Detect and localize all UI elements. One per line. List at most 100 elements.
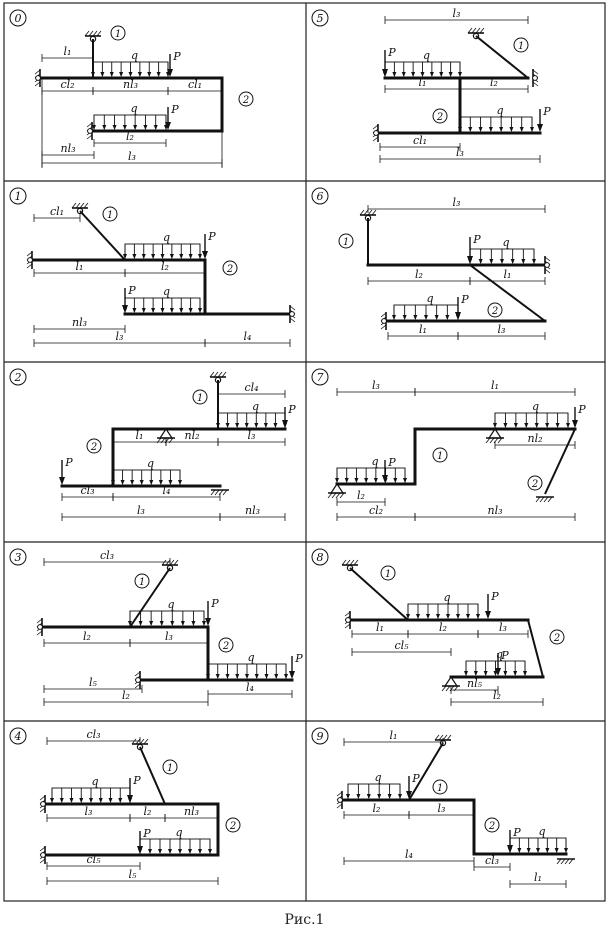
hatch-line [556, 858, 562, 865]
distributed-load: q [111, 457, 182, 487]
rod-number-circle [110, 25, 126, 41]
q-label: q [371, 455, 378, 468]
arrowhead [169, 308, 174, 313]
dimension-label: l₃ [499, 621, 507, 634]
arrowhead [534, 423, 539, 428]
rod-number-circle [218, 637, 234, 653]
panel-number-circle [311, 548, 329, 566]
q-label: q [502, 236, 509, 249]
panel-number: 4 [9, 727, 27, 745]
arrowhead [235, 674, 240, 679]
pin [373, 130, 379, 136]
rod-number-circle [222, 260, 238, 276]
hatch-line [289, 305, 296, 311]
arrowhead [489, 259, 494, 264]
dimension-label: l₁ [534, 871, 542, 884]
arrowhead [59, 798, 64, 803]
rod-2 [527, 619, 544, 678]
hatch-line [210, 489, 216, 496]
dimension-label: l₃ [453, 196, 461, 209]
q-label: q [423, 49, 430, 62]
hatch-line [467, 27, 473, 34]
arrowhead [198, 308, 202, 313]
hatch-line [353, 559, 359, 566]
load-box [347, 783, 401, 801]
arrowhead [344, 478, 349, 483]
arrowhead [108, 798, 113, 803]
arrowhead [537, 124, 543, 132]
rod-number-text: 2 [242, 95, 249, 106]
arrowhead [208, 849, 212, 854]
arrowhead [507, 845, 513, 853]
dimension-label: l₃ [248, 429, 256, 442]
point-force: P [382, 456, 396, 483]
dimension-label: l₂ [490, 76, 498, 89]
arrowhead [137, 846, 143, 854]
arrowhead [225, 674, 230, 679]
q-label: q [163, 285, 170, 298]
dimension-label: l₂ [357, 489, 365, 502]
rod-number: 1 [380, 565, 396, 581]
arrowhead [202, 621, 206, 626]
panel-number-text: 7 [317, 371, 324, 384]
pin [345, 617, 351, 623]
hatch-line [564, 858, 570, 865]
arrowhead [499, 127, 504, 132]
arrowhead [127, 795, 133, 803]
arrowhead [468, 127, 473, 132]
panel-number-text: 0 [15, 12, 22, 25]
hatch-line [34, 69, 41, 75]
dimension-label: cl₂ [369, 504, 383, 517]
q-label: q [131, 49, 138, 62]
rod-number: 2 [225, 817, 241, 833]
arrowhead [493, 423, 497, 428]
rod-number: 1 [192, 389, 208, 405]
dimension-label: l₃ [372, 379, 380, 392]
arrowhead [356, 794, 361, 799]
hatch-line [336, 791, 343, 797]
dimension-label: cl₅ [86, 853, 101, 866]
arrowhead [476, 614, 480, 619]
rod-number-circle [549, 629, 565, 645]
arrowhead [170, 621, 175, 626]
hatch-line [372, 124, 379, 130]
arrowhead [377, 794, 382, 799]
point-force: P [205, 597, 219, 626]
arrowhead [354, 478, 359, 483]
dimension-label: l₁ [491, 379, 499, 392]
q-label: q [175, 826, 182, 839]
arrowhead [188, 254, 193, 259]
rod-number: 1 [162, 759, 178, 775]
point-force: P [572, 403, 586, 428]
arrowhead [448, 72, 453, 77]
panel-number: 3 [9, 548, 27, 566]
arrowhead [141, 308, 146, 313]
rod-number-circle [86, 438, 102, 454]
ground-support [327, 492, 346, 499]
hatch-line [84, 30, 90, 37]
hatch-line [445, 685, 451, 692]
arrowhead [517, 848, 522, 853]
arrowhead [455, 312, 461, 320]
arrowhead [122, 125, 127, 130]
arrowhead [151, 254, 156, 259]
rod-number-text: 1 [385, 569, 391, 580]
arrowhead [530, 127, 534, 132]
hatch-line [341, 559, 347, 566]
q-label: q [496, 104, 503, 117]
ground-support [556, 858, 575, 865]
hatch-line [367, 209, 373, 216]
arrowhead [424, 315, 428, 320]
arrowhead [198, 254, 202, 259]
arrowhead [523, 671, 527, 676]
fixed-support [532, 69, 539, 87]
arrowhead [335, 478, 339, 483]
arrowhead [179, 308, 184, 313]
dimension-label: l₁ [136, 429, 144, 442]
hatch-line [139, 738, 145, 745]
dimension-label: cl₃ [86, 728, 100, 741]
dimension-label: l₁ [76, 260, 84, 273]
dimension-label: l₄ [244, 330, 252, 343]
hatch-line [434, 734, 440, 741]
